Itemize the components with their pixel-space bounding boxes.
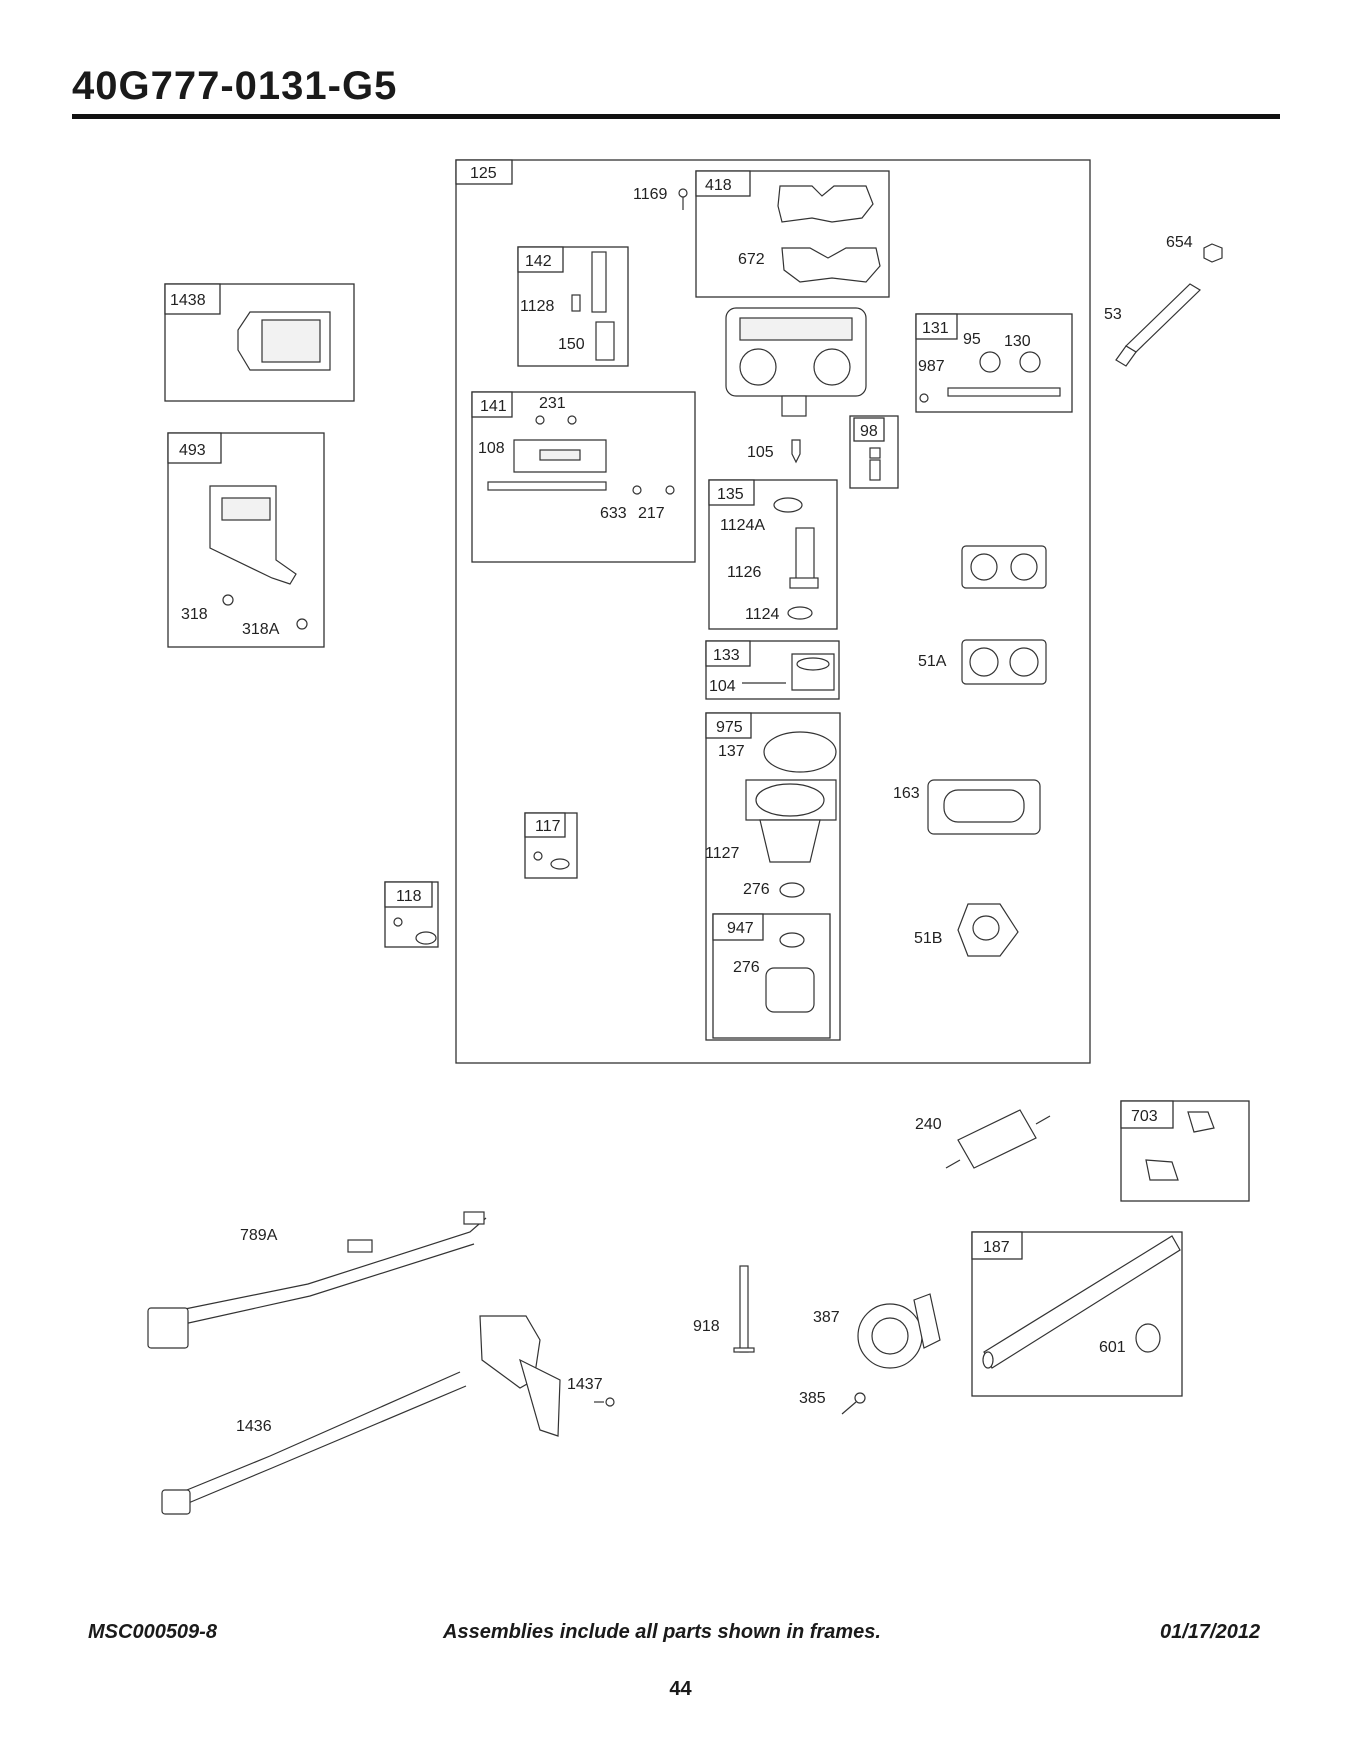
frame-label-142: 142 [525, 253, 552, 270]
frame-label-133: 133 [713, 647, 740, 664]
frame-label-141: 141 [480, 398, 507, 415]
callout-108: 108 [478, 440, 505, 457]
callout-387: 387 [813, 1309, 840, 1326]
gasket-51B [958, 904, 1018, 956]
callout-276-a: 276 [743, 881, 770, 898]
frame-label-131: 131 [922, 320, 949, 337]
gasket-163 [928, 780, 1040, 834]
callout-53: 53 [1104, 306, 1122, 323]
callout-1127: 1127 [705, 845, 740, 862]
frame-label-493: 493 [179, 442, 206, 459]
carburetor-body [726, 308, 866, 416]
callout-1436: 1436 [236, 1418, 272, 1435]
footer-doc-code: MSC000509-8 [88, 1621, 217, 1644]
shaft-53 [1116, 284, 1200, 366]
callout-1124: 1124 [745, 606, 780, 623]
callout-385: 385 [799, 1390, 826, 1407]
callout-318A: 318A [242, 621, 280, 638]
callout-672: 672 [738, 251, 765, 268]
harness-789A [148, 1212, 486, 1348]
frame-label-947: 947 [727, 920, 754, 937]
gasket-418-upper [778, 186, 873, 222]
callout-654: 654 [1166, 234, 1193, 251]
clamp-601 [1136, 1324, 1160, 1352]
frame-label-125: 125 [470, 165, 497, 182]
frame-label-703: 703 [1131, 1108, 1158, 1125]
frame-label-187: 187 [983, 1239, 1010, 1256]
footer-date: 01/17/2012 [1160, 1621, 1260, 1644]
callout-276-b: 276 [733, 959, 760, 976]
plate-141 [488, 416, 674, 494]
kit-117-parts [534, 852, 569, 869]
callout-137: 137 [718, 743, 745, 760]
frame-703: 703 [1121, 1101, 1249, 1201]
float-133 [742, 654, 834, 690]
callout-789A: 789A [240, 1227, 278, 1244]
spring-98 [870, 448, 880, 480]
module-1438 [238, 312, 330, 370]
bracket-493 [210, 486, 307, 629]
callout-1126: 1126 [727, 564, 762, 581]
footer-note: Assemblies include all parts shown in fr… [443, 1621, 881, 1644]
nut-654 [1204, 244, 1222, 262]
float-135 [774, 498, 818, 619]
screw-1169 [679, 189, 687, 210]
callout-318: 318 [181, 606, 208, 623]
callout-150: 150 [558, 336, 585, 353]
frame-label-135: 135 [717, 486, 744, 503]
callout-1437: 1437 [567, 1376, 603, 1393]
callout-105: 105 [747, 444, 774, 461]
screw-385 [842, 1393, 865, 1414]
callout-51B: 51B [914, 930, 942, 947]
fuel-pump-387 [858, 1294, 940, 1368]
callout-130: 130 [1004, 333, 1031, 350]
frame-label-418: 418 [705, 177, 732, 194]
gasket-upper-unlabeled [962, 546, 1046, 588]
callout-633: 633 [600, 505, 627, 522]
gasket-672 [782, 248, 880, 282]
harness-1436 [162, 1316, 560, 1514]
callout-918: 918 [693, 1318, 720, 1335]
page-number: 44 [0, 1678, 1361, 1701]
callout-1169: 1169 [633, 186, 668, 203]
callout-231: 231 [539, 395, 566, 412]
callout-51A: 51A [918, 653, 947, 670]
frame-label-1438: 1438 [170, 292, 206, 309]
frame-117: 117 [525, 813, 577, 878]
frame-label-118: 118 [396, 888, 422, 905]
callout-601: 601 [1099, 1339, 1126, 1356]
callout-104: 104 [709, 678, 736, 695]
callout-987: 987 [918, 358, 945, 375]
frame-141: 141 [472, 392, 695, 562]
gasket-51A [962, 640, 1046, 684]
bolt-918 [734, 1266, 754, 1352]
screw-1437 [594, 1398, 614, 1406]
callout-240: 240 [915, 1116, 942, 1133]
kit-118-parts [394, 918, 436, 944]
callout-95: 95 [963, 331, 981, 348]
needle-105 [792, 440, 800, 462]
fuel-filter-240 [946, 1110, 1050, 1168]
callout-217: 217 [638, 505, 665, 522]
frame-label-975: 975 [716, 719, 743, 736]
frame-label-117: 117 [535, 818, 561, 835]
callout-1128: 1128 [520, 298, 555, 315]
frame-label-98: 98 [860, 423, 878, 440]
callout-1124A: 1124A [720, 517, 765, 534]
callout-163: 163 [893, 785, 920, 802]
